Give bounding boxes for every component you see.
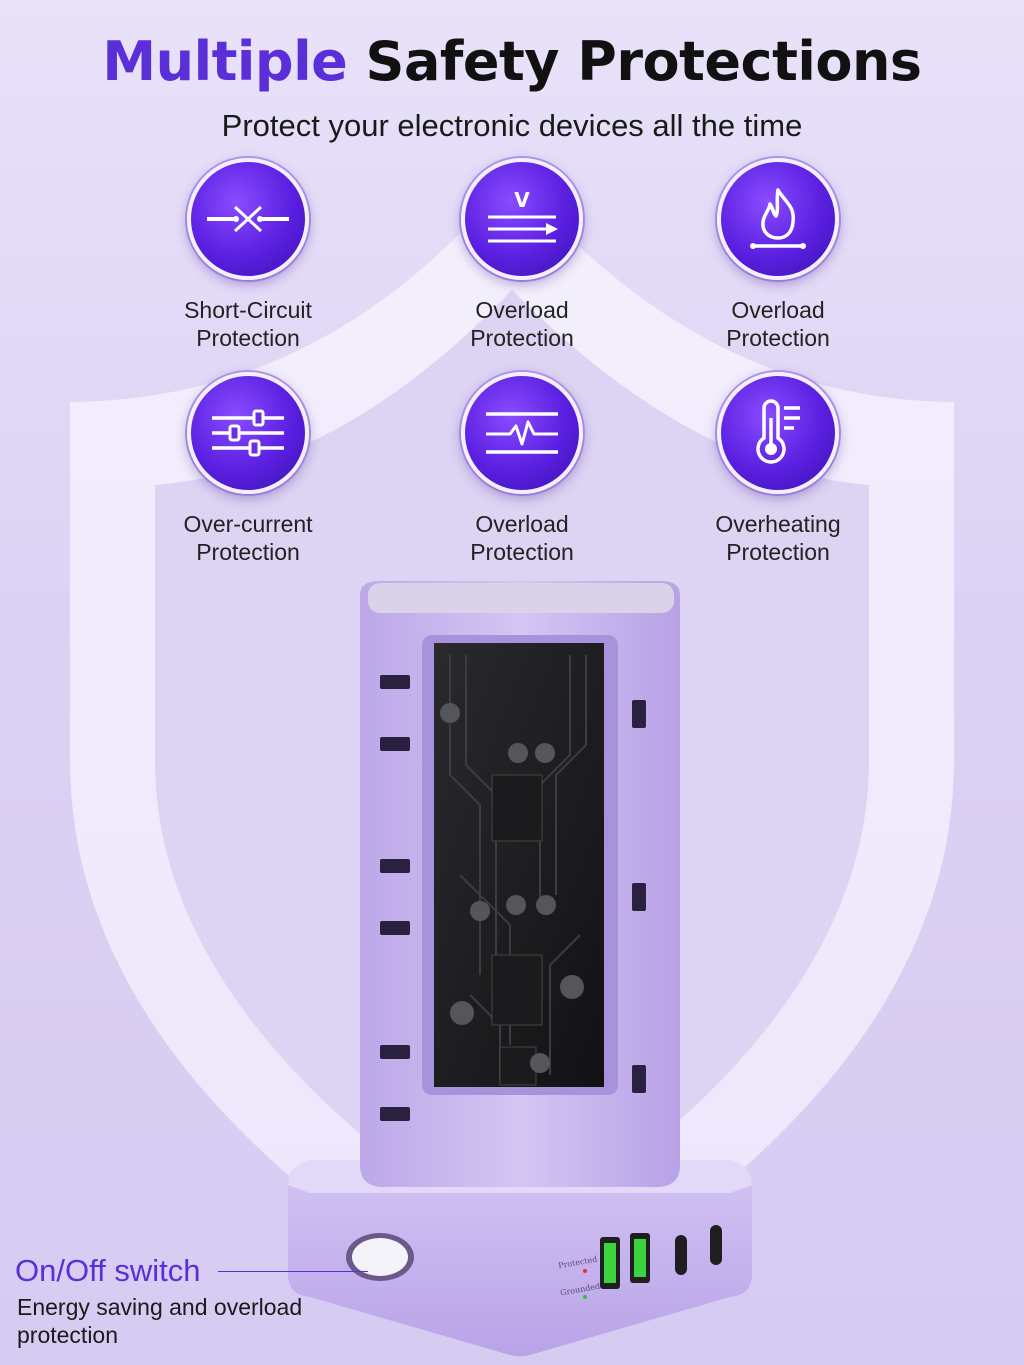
fire-icon	[717, 158, 839, 280]
voltage-icon: V	[461, 158, 583, 280]
title-accent: Multiple	[102, 30, 348, 93]
feature-label: Overload Protection	[668, 296, 888, 352]
label-line2: Protection	[726, 325, 830, 351]
switch-description: Energy saving and overload protection	[17, 1294, 303, 1348]
label-line1: Overload	[475, 511, 569, 537]
label-line1: Overload	[475, 297, 569, 323]
feature-label: Overload Protection	[412, 510, 632, 566]
thermometer-icon	[717, 372, 839, 494]
label-line2: Protection	[470, 325, 574, 351]
feature-short-circuit: Short-Circuit Protection	[138, 158, 358, 352]
feature-overload-surge: Overload Protection	[412, 372, 632, 566]
label-line2: Protection	[470, 539, 574, 565]
feature-over-current: Over-current Protection	[138, 372, 358, 566]
sliders-icon	[187, 372, 309, 494]
surge-wave-icon	[461, 372, 583, 494]
label-line1: Short-Circuit	[184, 297, 312, 323]
label-line2: Protection	[726, 539, 830, 565]
label-line2: Protection	[196, 325, 300, 351]
switch-label: On/Off switch	[15, 1253, 201, 1288]
page-title: Multiple Safety Protections	[0, 30, 1024, 93]
label-line1: Over-current	[183, 511, 313, 537]
feature-overload-voltage: V Overload Protection	[412, 158, 632, 352]
page-subtitle: Protect your electronic devices all the …	[221, 108, 803, 143]
feature-overheating: Overheating Protection	[668, 372, 888, 566]
label-line1: Overload	[731, 297, 825, 323]
short-circuit-icon	[187, 158, 309, 280]
feature-overload-fire: Overload Protection	[668, 158, 888, 352]
title-rest: Safety Protections	[365, 30, 923, 93]
switch-callout-line	[218, 1271, 368, 1272]
power-tower-image	[288, 581, 752, 1357]
feature-label: Short-Circuit Protection	[138, 296, 358, 352]
label-line2: Protection	[196, 539, 300, 565]
feature-label: Over-current Protection	[138, 510, 358, 566]
label-line1: Overheating	[715, 511, 841, 537]
feature-label: Overload Protection	[412, 296, 632, 352]
svg-text:V: V	[514, 189, 530, 212]
feature-label: Overheating Protection	[668, 510, 888, 566]
